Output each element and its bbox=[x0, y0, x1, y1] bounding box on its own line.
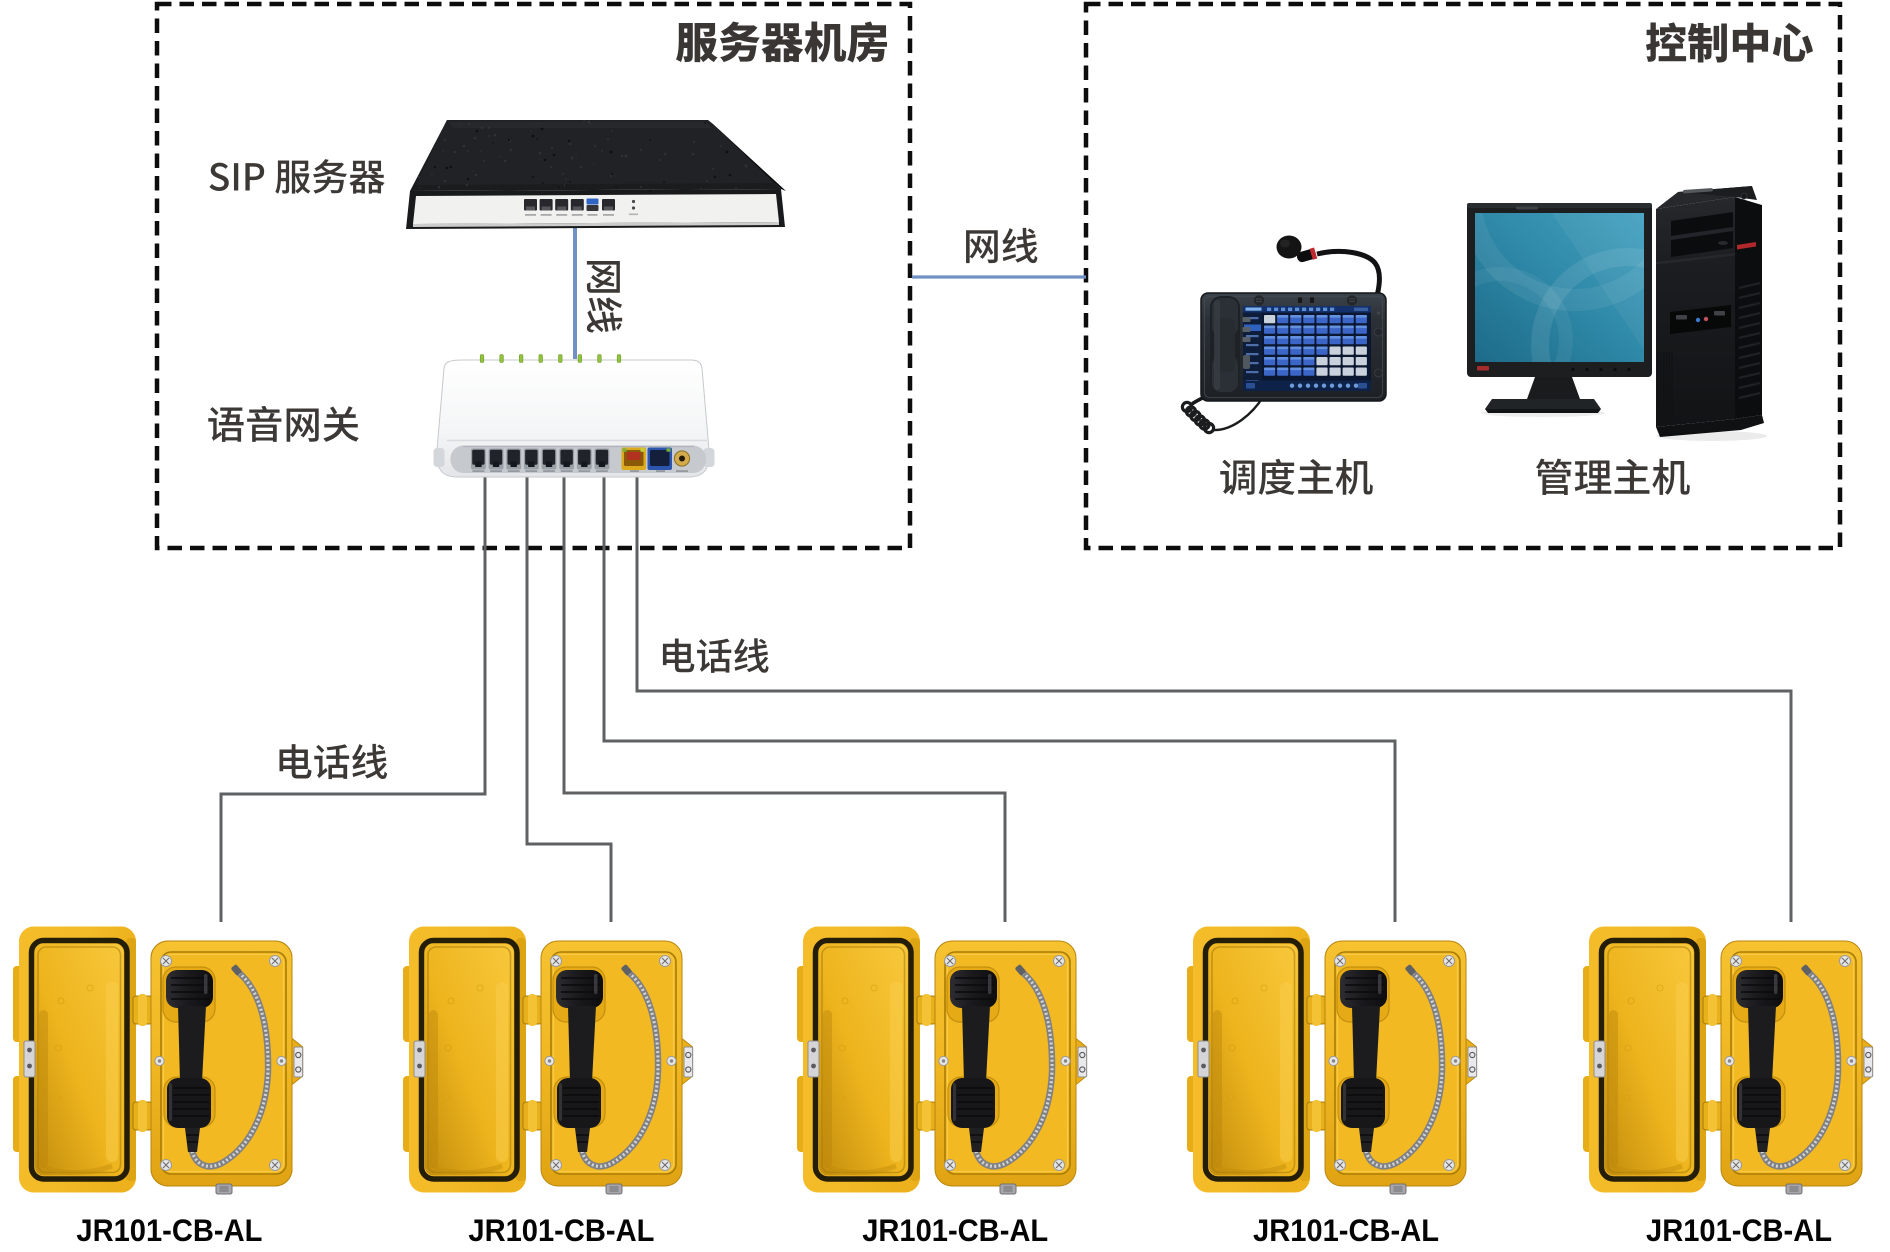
svg-text:JR101-CB-AL: JR101-CB-AL bbox=[1646, 1212, 1832, 1248]
svg-text:JR101-CB-AL: JR101-CB-AL bbox=[1253, 1212, 1439, 1248]
svg-text:JR101-CB-AL: JR101-CB-AL bbox=[862, 1212, 1048, 1248]
svg-text:JR101-CB-AL: JR101-CB-AL bbox=[76, 1212, 262, 1248]
svg-text:JR101-CB-AL: JR101-CB-AL bbox=[468, 1212, 654, 1248]
